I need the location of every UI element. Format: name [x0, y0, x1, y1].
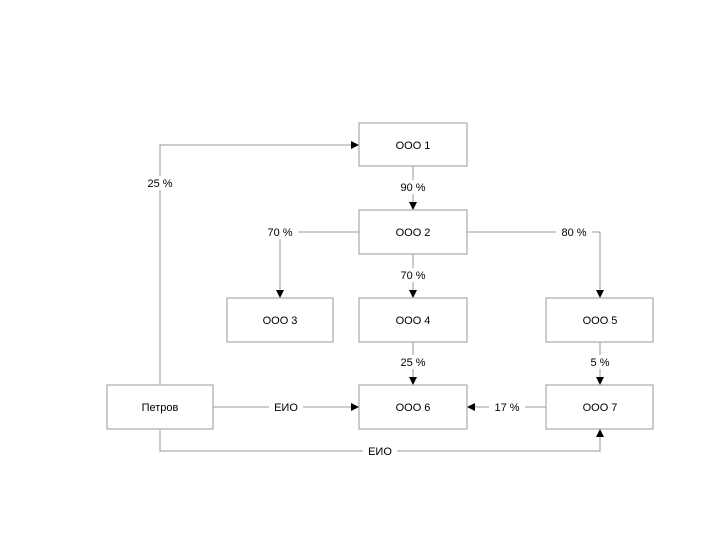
edge-label-ooo7-ooo6: 17 %	[494, 402, 519, 414]
node-label-ooo4: ООО 4	[396, 315, 431, 327]
node-label-ooo6: ООО 6	[396, 402, 431, 414]
edge-label-ooo5-ooo7: 5 %	[591, 357, 610, 369]
node-label-ooo1: ООО 1	[396, 140, 431, 152]
edge-ooo2-ooo4: 70 %	[396, 254, 430, 298]
node-label-ooo3: ООО 3	[263, 315, 298, 327]
edge-ooo5-ooo7: 5 %	[586, 342, 614, 385]
edge-petrov-ooo6: ЕИО	[213, 400, 359, 414]
node-ooo2: ООО 2	[358, 209, 468, 255]
node-label-ooo5: ООО 5	[583, 315, 618, 327]
node-label-ooo2: ООО 2	[396, 227, 431, 239]
edge-label-ooo1-ooo2: 90 %	[400, 182, 425, 194]
edge-label-ooo2-ooo4: 70 %	[400, 270, 425, 282]
edge-ooo7-ooo6: 17 %	[467, 400, 546, 414]
node-petrov: Петров	[106, 384, 214, 430]
edge-petrov-ooo7: ЕИО	[159, 429, 604, 458]
edge-label-petrov-ooo1: 25 %	[147, 178, 172, 190]
node-ooo7: ООО 7	[545, 384, 654, 430]
edge-label-ooo2-ooo5: 80 %	[561, 227, 586, 239]
node-ooo6: ООО 6	[358, 384, 468, 430]
node-ooo3: ООО 3	[226, 297, 334, 343]
edge-label-ooo2-ooo3: 70 %	[267, 227, 292, 239]
edge-label-petrov-ooo6: ЕИО	[274, 402, 298, 414]
node-label-ooo7: ООО 7	[583, 402, 618, 414]
node-label-petrov: Петров	[142, 402, 179, 414]
edge-petrov-ooo1: 25 %	[142, 141, 359, 385]
edge-ooo1-ooo2: 90 %	[396, 166, 430, 210]
edge-ooo2-ooo3: 70 %	[262, 225, 359, 298]
edge-label-petrov-ooo7: ЕИО	[368, 446, 392, 458]
node-ooo1: ООО 1	[358, 122, 468, 167]
node-ooo4: ООО 4	[358, 297, 468, 343]
edge-ooo4-ooo6: 25 %	[396, 342, 430, 385]
node-ooo5: ООО 5	[545, 297, 654, 343]
edge-ooo2-ooo5: 80 %	[467, 225, 604, 298]
edge-label-ooo4-ooo6: 25 %	[400, 357, 425, 369]
